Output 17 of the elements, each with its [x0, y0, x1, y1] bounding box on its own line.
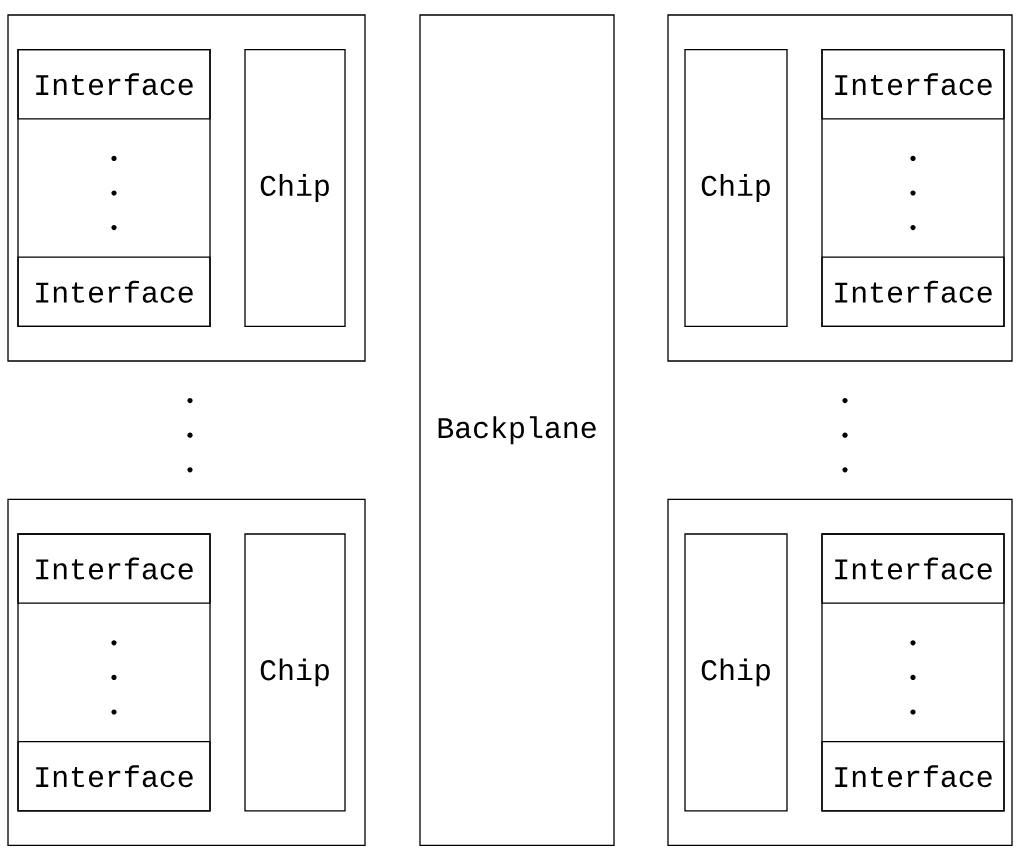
chip-box: Chip — [244, 48, 346, 328]
chip-box: Chip — [684, 533, 788, 812]
interface-box: Interface — [17, 533, 211, 604]
interface-box: Interface — [821, 740, 1005, 812]
interface-box: Interface — [17, 256, 211, 328]
interface-box: Interface — [17, 740, 211, 812]
interface-box: Interface — [821, 256, 1005, 328]
interface-box: Interface — [17, 48, 211, 120]
interface-box: Interface — [821, 533, 1005, 604]
line-card — [667, 498, 1013, 847]
line-card — [7, 14, 366, 362]
backplane-box: Backplane — [419, 14, 615, 847]
chip-box: Chip — [244, 533, 346, 812]
line-card — [7, 498, 366, 847]
interface-box: Interface — [821, 48, 1005, 120]
chip-box: Chip — [684, 48, 788, 328]
line-card — [667, 14, 1013, 362]
